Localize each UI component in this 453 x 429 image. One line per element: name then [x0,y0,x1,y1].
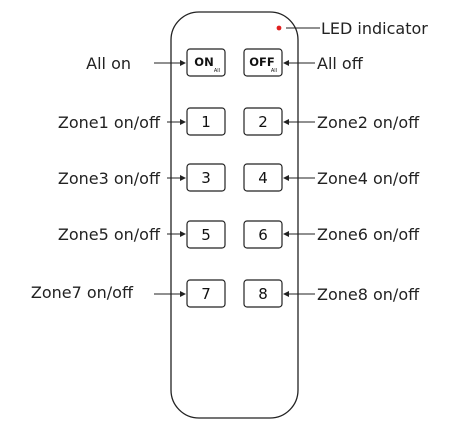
zone1-button[interactable]: 1 [186,107,226,136]
all-off-key-main: OFF [249,55,275,69]
zone7-button[interactable]: 7 [186,279,226,308]
zone4-key-label: 4 [258,169,268,187]
zone8-key-label: 8 [258,285,268,303]
zone1-label: Zone1 on/off [58,113,161,132]
zone6-arrow [283,231,289,237]
zone5-arrow [180,231,186,237]
zone7-arrow [180,291,186,297]
led-indicator-label: LED indicator [321,19,428,38]
zone5-label: Zone5 on/off [58,225,161,244]
zone6-key-label: 6 [258,226,268,244]
all-off-label: All off [317,54,364,73]
all-on-arrow [180,60,186,66]
zone5-button[interactable]: 5 [186,220,226,249]
zone1-key-label: 1 [201,113,211,131]
zone8-arrow [283,291,289,297]
all-on-label: All on [86,54,131,73]
all-on-key-main: ON [194,55,213,69]
zone1-arrow [180,119,186,125]
zone3-arrow [180,175,186,181]
all-off-button[interactable]: OFF All [243,48,283,77]
zone2-label: Zone2 on/off [317,113,420,132]
all-on-button[interactable]: ON All [186,48,226,77]
zone2-arrow [283,119,289,125]
zone3-key-label: 3 [201,169,211,187]
zone8-label: Zone8 on/off [317,285,420,304]
all-off-arrow [283,60,289,66]
zone6-button[interactable]: 6 [243,220,283,249]
zone8-button[interactable]: 8 [243,279,283,308]
all-on-key-sub: All [214,68,220,74]
zone7-key-label: 7 [201,285,211,303]
zone3-button[interactable]: 3 [186,163,226,192]
zone7-label: Zone7 on/off [31,283,134,302]
zone4-button[interactable]: 4 [243,163,283,192]
zone6-label: Zone6 on/off [317,225,420,244]
zone5-key-label: 5 [201,226,211,244]
zone4-arrow [283,175,289,181]
zone3-label: Zone3 on/off [58,169,161,188]
zone4-label: Zone4 on/off [317,169,420,188]
zone2-button[interactable]: 2 [243,107,283,136]
zone2-key-label: 2 [258,113,268,131]
led-indicator [276,25,282,31]
all-off-key-sub: All [271,68,277,74]
